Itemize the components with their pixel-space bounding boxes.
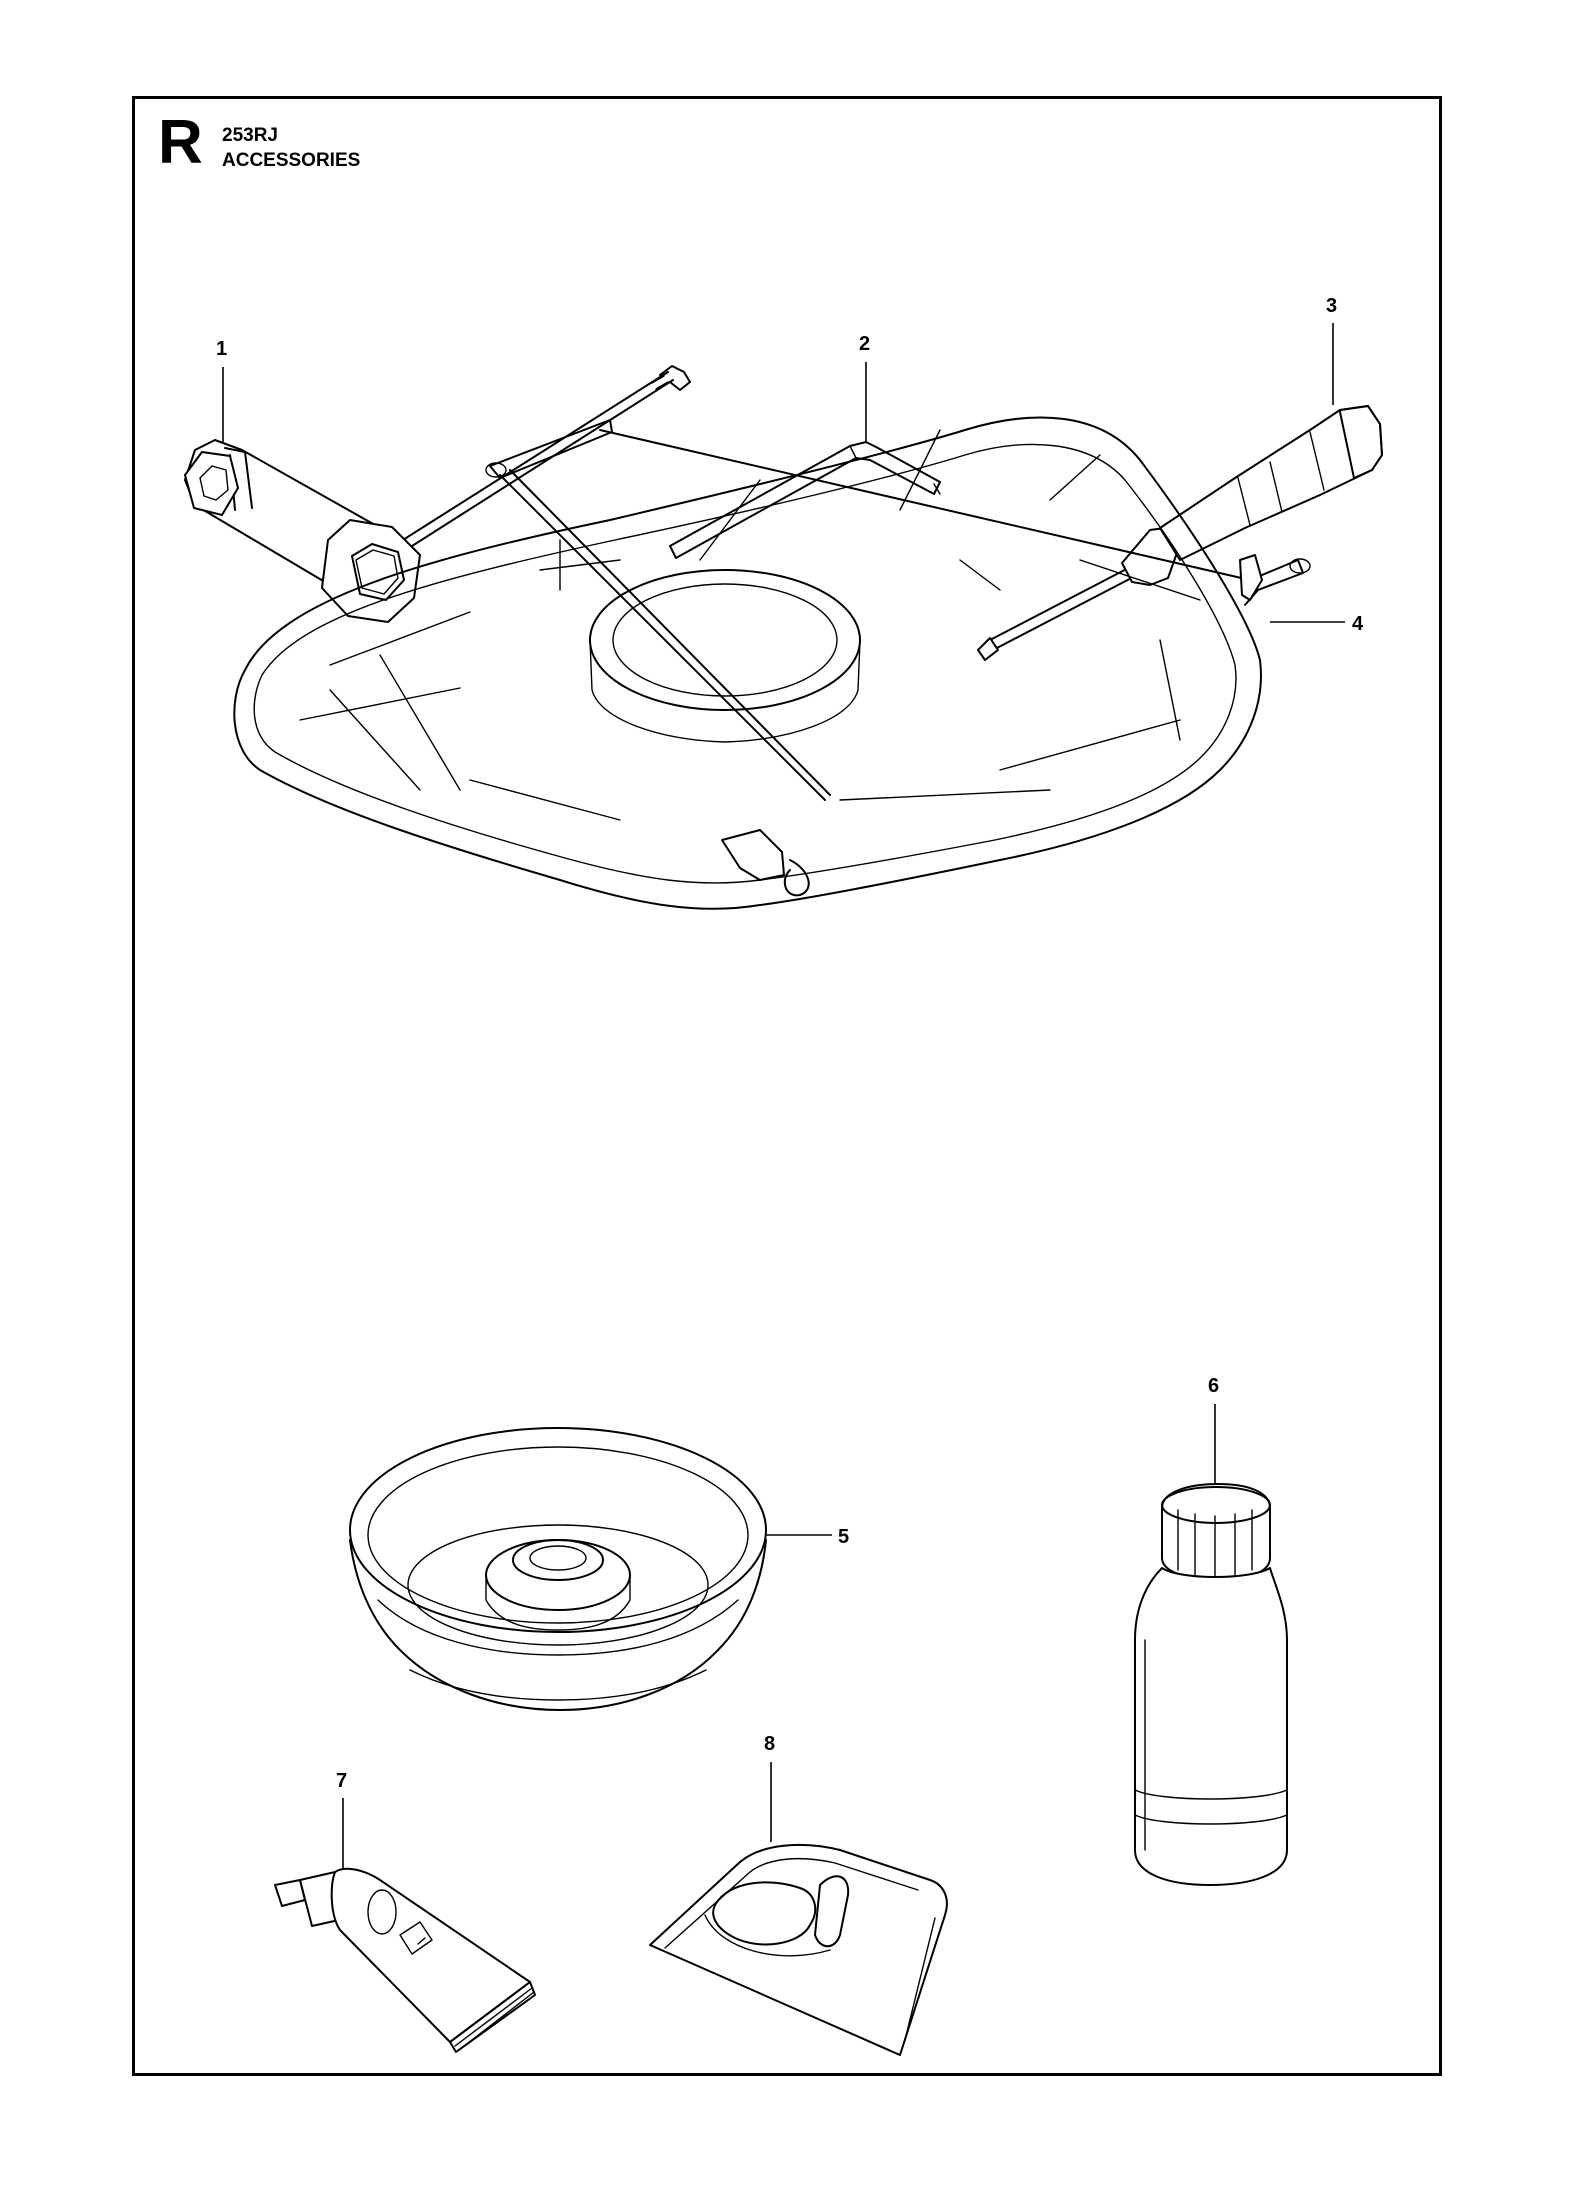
callout-8: 8 [764, 1733, 775, 1755]
callout-5: 5 [838, 1526, 849, 1548]
screwdriver-illustration: 3 [977, 295, 1383, 661]
support-cup-illustration: 5 [349, 1427, 849, 1711]
hex-key-illustration: 2 [669, 333, 941, 559]
diagram-frame [132, 96, 1442, 2076]
callout-4: 4 [1352, 613, 1364, 635]
callout-3: 3 [1326, 295, 1337, 317]
callout-2: 2 [859, 333, 870, 355]
callout-1: 1 [216, 338, 227, 360]
section-letter: R [158, 108, 203, 177]
model-number: 253RJ [222, 125, 278, 146]
harness-pad-illustration: 8 [649, 1733, 948, 2056]
page-title: ACCESSORIES [222, 150, 361, 171]
combination-spanner-illustration: 1 [184, 338, 691, 623]
callout-6: 6 [1208, 1375, 1219, 1397]
trimmer-guard-illustration: 4 [233, 416, 1364, 910]
grease-tube-illustration: 7 [274, 1770, 536, 2053]
callout-7: 7 [336, 1770, 347, 1792]
oil-bottle-illustration: 6 [1134, 1375, 1288, 1886]
